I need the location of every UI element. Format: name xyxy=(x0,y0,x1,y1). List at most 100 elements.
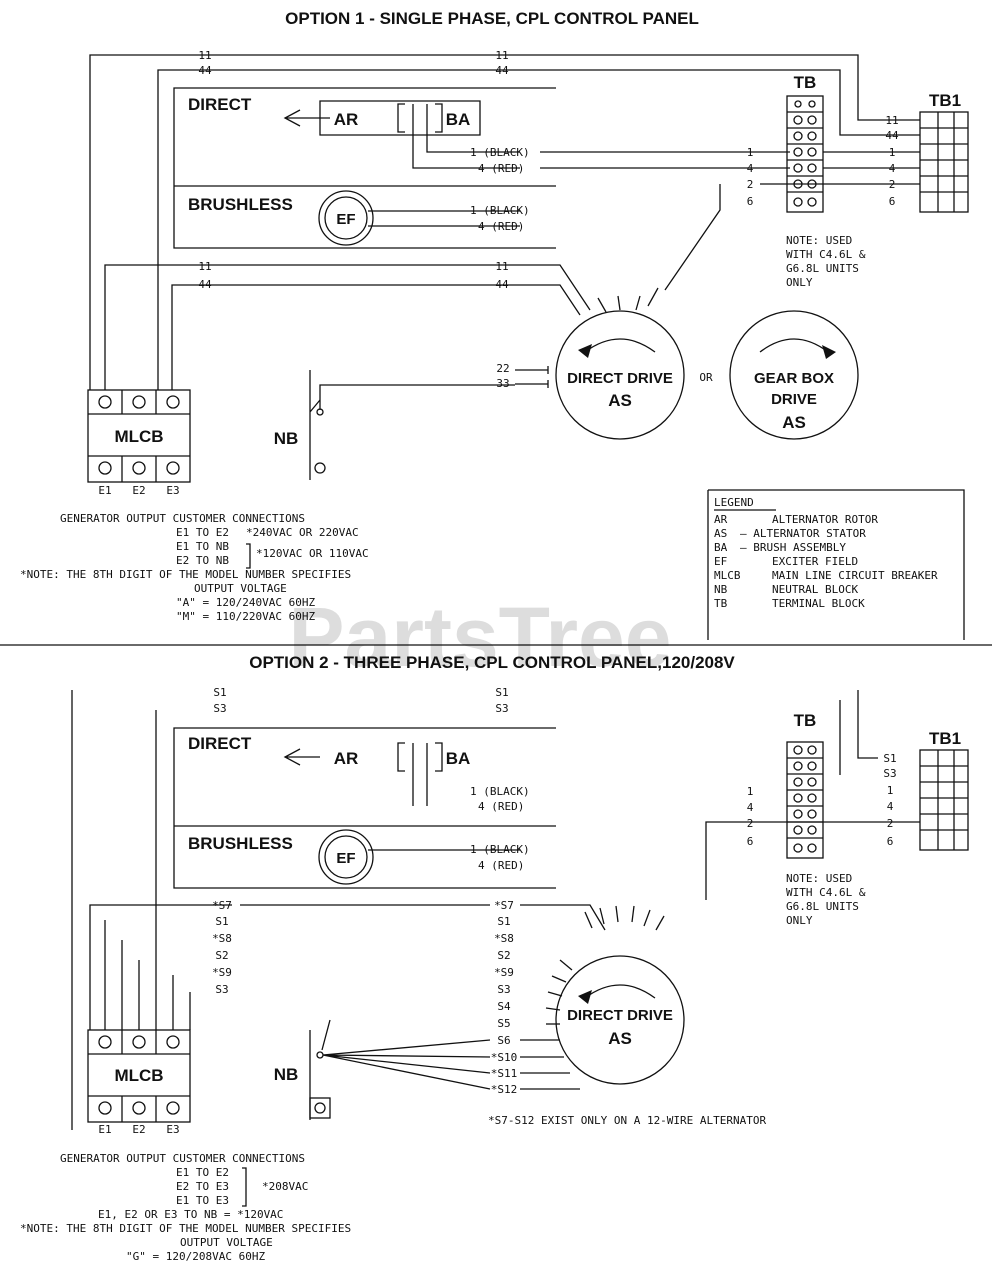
opt1-customer-header: GENERATOR OUTPUT CUSTOMER CONNECTIONS xyxy=(60,512,305,525)
stator-as-label: AS xyxy=(608,391,632,410)
note1-line1: NOTE: USED xyxy=(786,234,852,247)
watermark: PartsTree xyxy=(289,590,672,684)
opt1-conn-120: *120VAC OR 110VAC xyxy=(256,547,369,560)
opt2-left-wire-3: S2 xyxy=(215,949,228,962)
opt2-stator-label: DIRECT DRIVE xyxy=(567,1007,673,1024)
gear-line1: GEAR BOX xyxy=(754,370,834,387)
legend-desc-2: — BRUSH ASSEMBLY xyxy=(740,541,846,554)
opt2-code-g: "G" = 120/208VAC 60HZ xyxy=(126,1250,265,1263)
tb-block xyxy=(786,95,824,213)
opt2-tb1-block xyxy=(919,749,969,851)
tb1-num-6: 6 xyxy=(889,195,896,208)
opt2-left-wire-0: *S7 xyxy=(212,899,232,912)
opt1-code-m: "M" = 110/220VAC 60HZ xyxy=(176,610,315,623)
tb-label: TB xyxy=(794,73,817,92)
opt2-ef-outer xyxy=(318,829,374,885)
mlcb-e3: E3 xyxy=(166,484,179,497)
ar-ba-box xyxy=(319,100,481,136)
opt2-tb1-num-s3: S3 xyxy=(883,767,896,780)
stator-direct xyxy=(555,310,685,440)
opt2-direct-label: DIRECT xyxy=(188,734,252,753)
opt2-mlcb-label: MLCB xyxy=(114,1066,163,1085)
or-label: OR xyxy=(699,371,713,384)
ba-red-label: 4 (RED) xyxy=(478,162,524,175)
opt2-mlcb-e2: E2 xyxy=(132,1123,145,1136)
opt2-tb1-num-2: 2 xyxy=(887,817,894,830)
brushless-label: BRUSHLESS xyxy=(188,195,293,214)
opt2-mid-wire-4: *S9 xyxy=(494,966,514,979)
direct-label: DIRECT xyxy=(188,95,252,114)
mlcb-e1: E1 xyxy=(98,484,111,497)
tb1-label: TB1 xyxy=(929,91,961,110)
stator-gearbox xyxy=(729,310,859,440)
legend: LEGEND AR ALTERNATOR ROTOR AS — ALTERNAT… xyxy=(707,489,965,640)
opt2-conn-e1e3: E1 TO E3 xyxy=(176,1194,229,1207)
opt2-stator-leads xyxy=(520,905,665,1090)
opt2-customer-header: GENERATOR OUTPUT CUSTOMER CONNECTIONS xyxy=(60,1152,305,1165)
opt2-mid-wire-11: *S12 xyxy=(491,1083,518,1096)
ef-red-label: 4 (RED) xyxy=(478,220,524,233)
tb1-num-4: 4 xyxy=(889,162,896,175)
wire-44-top xyxy=(157,69,920,390)
legend-desc-0: ALTERNATOR ROTOR xyxy=(772,513,878,526)
opt2-stator-as: AS xyxy=(608,1029,632,1048)
tb1-block xyxy=(919,111,969,213)
opt2-note-line2: WITH C4.6L & xyxy=(786,886,866,899)
opt2-ef-red: 4 (RED) xyxy=(478,859,524,872)
opt2-left-wire-2: *S8 xyxy=(212,932,232,945)
opt2-top-s3-left: S3 xyxy=(213,702,226,715)
ba-black-label: 1 (BLACK) xyxy=(470,146,530,159)
opt2-tb-label: TB xyxy=(794,711,817,730)
opt2-mid-wire-7: S5 xyxy=(497,1017,510,1030)
opt2-brush-icon xyxy=(397,742,443,772)
tb1-num-2: 2 xyxy=(889,178,896,191)
stator-direct-label: DIRECT DRIVE xyxy=(567,370,673,387)
opt2-note-line1: NOTE: USED xyxy=(786,872,852,885)
opt2-stator xyxy=(555,955,685,1085)
opt2-mid-wire-10: *S11 xyxy=(491,1067,518,1080)
opt2-conn-120: E1, E2 OR E3 TO NB = *120VAC xyxy=(98,1208,283,1221)
opt2-ba-red: 4 (RED) xyxy=(478,800,524,813)
legend-code-0: AR xyxy=(714,513,728,526)
wire-11-top xyxy=(89,54,920,390)
opt2-mlcb-e3: E3 xyxy=(166,1123,179,1136)
ef-outer xyxy=(318,190,374,246)
legend-desc-3: EXCITER FIELD xyxy=(772,555,858,568)
ba-label: BA xyxy=(446,110,471,129)
tb-num-1: 1 xyxy=(747,146,754,159)
ef-inner xyxy=(324,196,368,240)
wire-label-11-b: 11 xyxy=(198,260,211,273)
opt2-left-wire-4: *S9 xyxy=(212,966,232,979)
opt2-tb1-num-s1: S1 xyxy=(883,752,896,765)
opt2-ba-black: 1 (BLACK) xyxy=(470,785,530,798)
opt2-tb1-label: TB1 xyxy=(929,729,961,748)
opt2-mid-wire-0: *S7 xyxy=(494,899,514,912)
rotor-frame xyxy=(173,87,556,249)
wire-label-11-c: 11 xyxy=(495,260,508,273)
nb-bar xyxy=(309,370,321,480)
opt1-conn-e1nb: E1 TO NB xyxy=(176,540,229,553)
opt2-nb-bar xyxy=(309,1019,331,1120)
wire-label-44-mid: 44 xyxy=(495,64,509,77)
opt2-top-s1-left: S1 xyxy=(213,686,226,699)
opt2-tb-num-2: 2 xyxy=(747,817,754,830)
opt2-mid-wire-5: S3 xyxy=(497,983,510,996)
opt2-mlcb-block xyxy=(87,1029,191,1123)
opt2-conn-e1e2: E1 TO E2 xyxy=(176,1166,229,1179)
opt2-mid-wire-2: *S8 xyxy=(494,932,514,945)
opt1-note: *NOTE: THE 8TH DIGIT OF THE MODEL NUMBER… xyxy=(20,568,351,581)
tb-terminals xyxy=(787,100,823,207)
wire-11-stator xyxy=(104,264,591,390)
opt2-tb-num-6: 6 xyxy=(747,835,754,848)
wire-label-22: 22 xyxy=(496,362,509,375)
opt2-rotor-shaft-icon xyxy=(283,748,320,766)
opt2-rotation-arrow-icon xyxy=(584,984,656,999)
legend-code-5: NB xyxy=(714,583,728,596)
wire-label-44-left: 44 xyxy=(198,64,212,77)
opt2-tb1-num-4: 4 xyxy=(887,800,894,813)
opt2-tb-num-1: 1 xyxy=(747,785,754,798)
opt2-note: *NOTE: THE 8TH DIGIT OF THE MODEL NUMBER… xyxy=(20,1222,351,1235)
opt2-footnote: *S7-S12 EXIST ONLY ON A 12-WIRE ALTERNAT… xyxy=(488,1114,767,1127)
wire-label-11-mid: 11 xyxy=(495,49,508,62)
opt2-conn-208: *208VAC xyxy=(262,1180,308,1193)
